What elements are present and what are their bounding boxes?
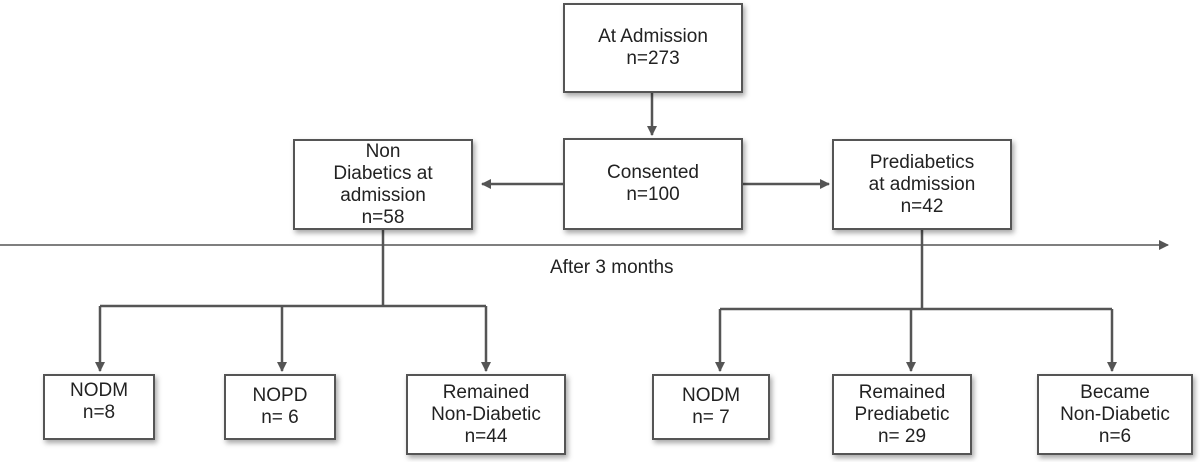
node-line: NOPD (252, 385, 308, 406)
node-line: At Admission (598, 26, 708, 47)
node-line: Consented (607, 162, 699, 183)
node-remained-prediabetic: Remained Prediabetic n= 29 (832, 374, 972, 455)
node-line: Prediabetic (854, 403, 950, 425)
node-line: Remained (858, 381, 946, 403)
node-line: Diabetics at (333, 162, 433, 184)
node-line: n=42 (900, 195, 944, 217)
node-line: Became (1080, 381, 1150, 403)
node-line: n=6 (1098, 425, 1132, 447)
node-line: Non-Diabetic (1060, 403, 1170, 425)
node-line: n= 7 (692, 407, 730, 428)
node-remained-non-diabetic: Remained Non-Diabetic n=44 (406, 374, 566, 455)
node-line: Remained (442, 381, 530, 403)
node-non-diabetics-at-admission: Non Diabetics at admission n=58 (293, 139, 473, 230)
node-became-non-diabetic: Became Non-Diabetic n=6 (1037, 374, 1193, 455)
node-line: n=8 (82, 402, 116, 423)
node-at-admission: At Admission n=273 (563, 3, 743, 93)
node-line: n= 6 (261, 407, 299, 428)
node-line: NODM (69, 380, 129, 401)
node-consented: Consented n=100 (563, 138, 743, 230)
node-line: n=100 (626, 184, 680, 205)
node-line: Prediabetics (869, 151, 975, 173)
node-line: admission (340, 184, 426, 206)
node-line: NODM (681, 385, 741, 406)
node-line: Non (365, 140, 401, 162)
timeline-label: After 3 months (550, 257, 674, 278)
node-line: at admission (868, 173, 976, 195)
node-line: n=58 (361, 206, 405, 228)
node-nodm-right: NODM n= 7 (652, 374, 770, 440)
node-line: n=273 (626, 48, 680, 69)
node-nopd: NOPD n= 6 (224, 374, 336, 440)
node-line: Non-Diabetic (431, 403, 541, 425)
node-nodm-left: NODM n=8 (43, 374, 155, 440)
node-prediabetics-at-admission: Prediabetics at admission n=42 (832, 139, 1012, 230)
node-line: n=44 (464, 425, 508, 447)
node-line: n= 29 (877, 425, 927, 447)
